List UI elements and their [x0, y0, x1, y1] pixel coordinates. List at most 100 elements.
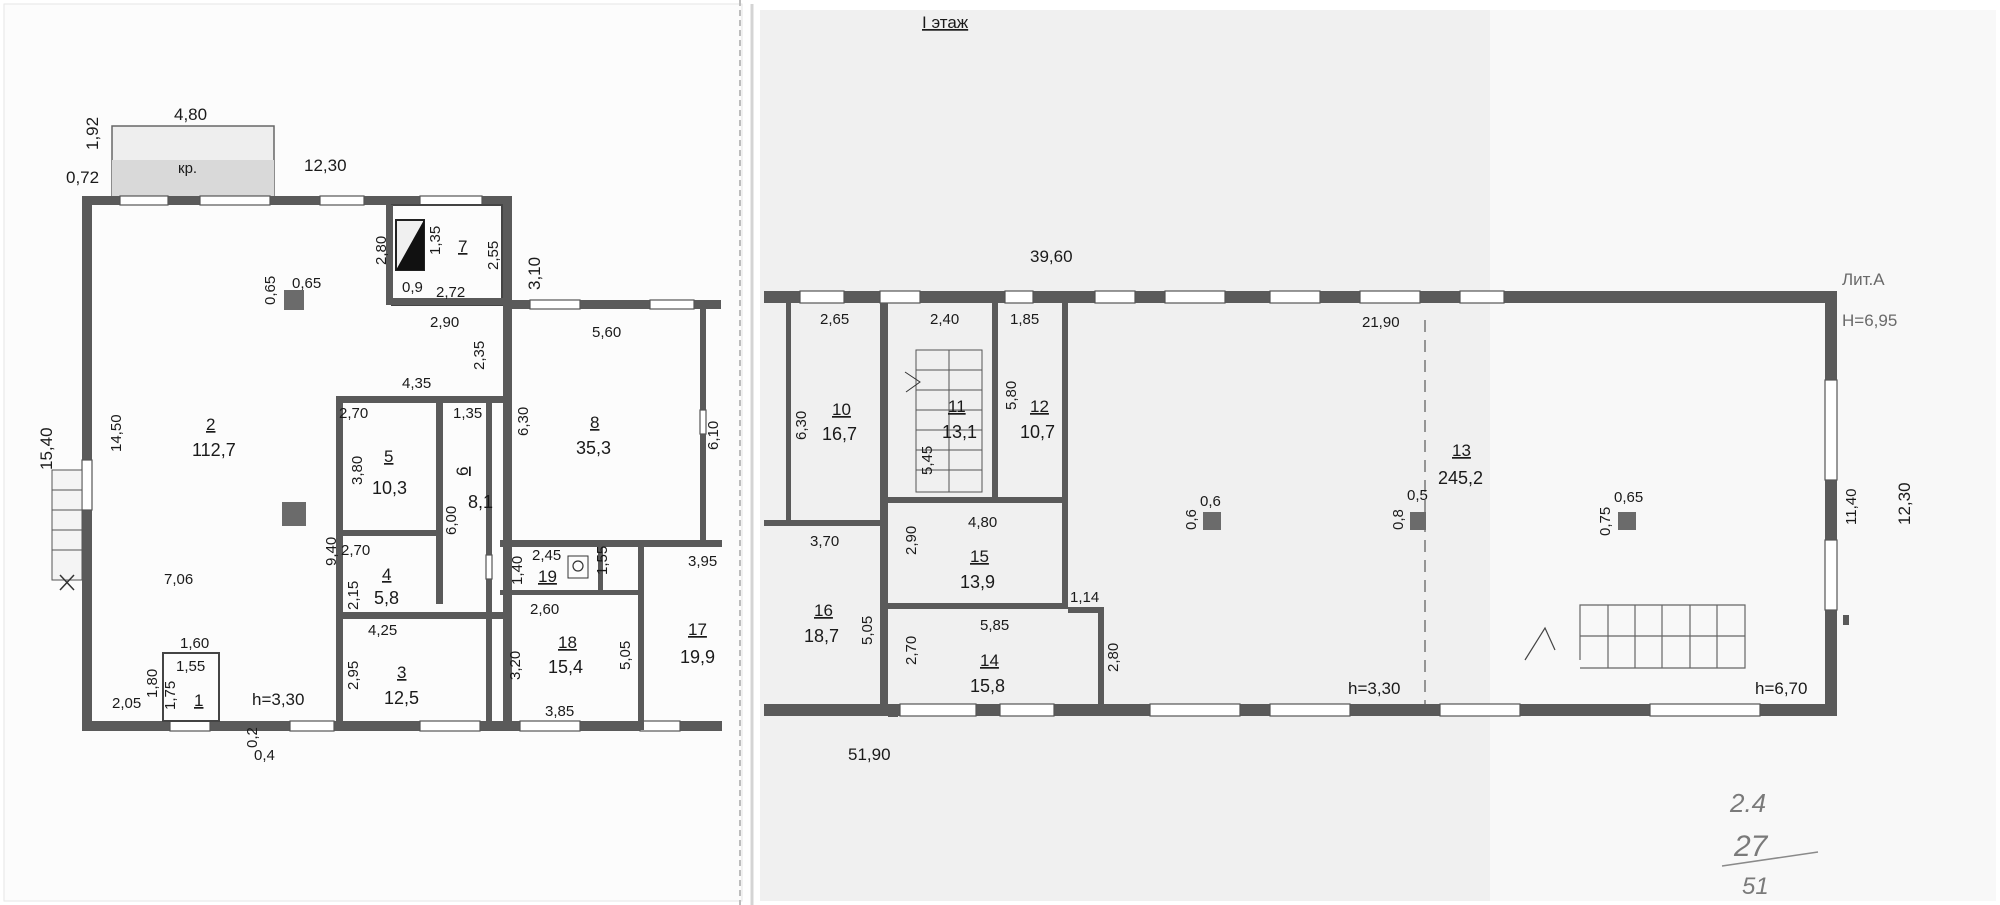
- dim-main-top: 21,90: [1362, 314, 1400, 331]
- room-2-number: 2: [206, 415, 215, 434]
- room-15-area: 13,9: [960, 572, 995, 592]
- dim-r1-side-a: 1,80: [144, 669, 161, 698]
- h-label-right-b: h=6,70: [1755, 679, 1807, 698]
- dim-bottom-04: 0,4: [254, 747, 275, 764]
- room-1-number: 1: [194, 691, 203, 710]
- dim-r5-top-outer: 4,35: [402, 375, 431, 392]
- dim-room2-height: 14,50: [108, 414, 125, 452]
- left-room-labels: 2 112,7 7 8 35,3 5 10,3 6 8,1 4 5,8 3 12…: [192, 237, 715, 710]
- dim-r11-top: 2,40: [930, 311, 959, 328]
- dim-r12-side: 5,80: [1003, 381, 1020, 410]
- dim-porch-offset: 0,72: [66, 168, 99, 187]
- dim-room7-d: 0,9: [402, 279, 423, 296]
- dim-r1-side-b: 1,75: [162, 681, 179, 710]
- dim-r19-side: 1,40: [509, 556, 526, 585]
- room-13-area: 245,2: [1438, 468, 1483, 488]
- h-label-right-a: h=3,30: [1348, 679, 1400, 698]
- room-18-area: 15,4: [548, 657, 583, 677]
- room-16-area: 18,7: [804, 626, 839, 646]
- dim-porch-width: 4,80: [174, 105, 207, 124]
- dim-room7-a: 2,80: [373, 236, 390, 265]
- right-floor-plan: [764, 290, 1849, 717]
- left-dimension-labels: 4,80 1,92 0,72 кр. 12,30 3,10 15,40 14,5…: [37, 105, 722, 764]
- room-7-number: 7: [458, 237, 467, 256]
- room-16-number: 16: [814, 601, 833, 620]
- dim-r-left-940: 9,40: [323, 537, 340, 566]
- dim-room2-col: 0,65: [292, 275, 321, 292]
- room-17-area: 19,9: [680, 647, 715, 667]
- room-6-number: 6: [453, 467, 472, 476]
- dim-top-wall: 12,30: [304, 156, 347, 175]
- dim-col3-b: 0,75: [1597, 507, 1614, 536]
- dim-room7-e: 2,72: [436, 284, 465, 301]
- dim-r14-jog: 1,14: [1070, 589, 1099, 606]
- right-dimension-labels: 39,60 51,90 Лит.А H=6,95 2,65 6,30 2,40 …: [793, 247, 1914, 764]
- room-5-number: 5: [384, 447, 393, 466]
- dim-r3-side: 2,95: [345, 661, 362, 690]
- dim-right-step: 3,10: [525, 257, 544, 290]
- dim-room7-c: 2,55: [485, 241, 502, 270]
- stair-room-13: [1524, 604, 1746, 669]
- room-4-number: 4: [382, 565, 391, 584]
- dim-bottom-total: 51,90: [848, 745, 891, 764]
- room-10-area: 16,7: [822, 424, 857, 444]
- handwritten-line-2: 27: [1733, 830, 1769, 863]
- lit-label: Лит.А: [1842, 270, 1885, 289]
- dim-r8-side: 6,30: [515, 407, 532, 436]
- room-3-number: 3: [397, 663, 406, 682]
- room-14-number: 14: [980, 651, 999, 670]
- dim-col1-a: 0,6: [1200, 493, 1221, 510]
- dim-col2-b: 0,8: [1390, 509, 1407, 530]
- dim-room7-f: 2,90: [430, 314, 459, 331]
- dim-r8-left: 2,35: [471, 341, 488, 370]
- left-floor-plan: [51, 125, 722, 732]
- dim-r16-top: 3,70: [810, 533, 839, 550]
- room-18-number: 18: [558, 633, 577, 652]
- room-11-area: 13,1: [942, 422, 977, 442]
- porch-label: кр.: [178, 160, 197, 177]
- room-6-area: 8,1: [468, 492, 493, 512]
- dim-room7-b: 1,35: [427, 226, 444, 255]
- dim-r18-bottom: 3,85: [545, 703, 574, 720]
- room-12-area: 10,7: [1020, 422, 1055, 442]
- dim-room2-width: 7,06: [164, 571, 193, 588]
- room-8-number: 8: [590, 413, 599, 432]
- height-label: H=6,95: [1842, 311, 1897, 330]
- dim-room2-col2: 0,65: [262, 276, 279, 305]
- room-10-number: 10: [832, 400, 851, 419]
- room-11-number: 11: [948, 397, 966, 416]
- dim-r18-side: 3,20: [507, 651, 524, 680]
- dim-r17-top: 3,95: [688, 553, 717, 570]
- dim-main-right-outer: 12,30: [1895, 482, 1914, 525]
- dim-r19-right: 1,55: [594, 546, 611, 575]
- dim-r4-side: 2,15: [345, 581, 362, 610]
- dim-r5-top: 2,70: [339, 405, 368, 422]
- dim-r14-right: 2,80: [1105, 643, 1122, 672]
- dim-left-total: 15,40: [37, 427, 56, 470]
- room-3-area: 12,5: [384, 688, 419, 708]
- room-19-number: 19: [538, 567, 557, 586]
- dim-r16-side: 5,05: [859, 616, 876, 645]
- room-13-number: 13: [1452, 441, 1471, 460]
- dim-r18-right: 5,05: [617, 641, 634, 670]
- dim-r1-top: 1,60: [180, 635, 209, 652]
- dim-bottom-left: 2,05: [112, 695, 141, 712]
- stair-room-11: [904, 349, 983, 493]
- room-8-area: 35,3: [576, 438, 611, 458]
- handwritten-notes: 2.4 27 51: [1721, 788, 1819, 900]
- room-4-area: 5,8: [374, 588, 399, 608]
- right-room-labels: 10 16,7 11 13,1 12 10,7 13 245,2 16 18,7…: [804, 397, 1483, 696]
- room-2-area: 112,7: [192, 440, 236, 460]
- dim-r5-right: 1,35: [453, 405, 482, 422]
- h-label-left: h=3,30: [252, 690, 304, 709]
- handwritten-line-3: 51: [1742, 873, 1769, 900]
- dim-r6-side: 6,00: [443, 506, 460, 535]
- handwritten-line-1: 2.4: [1729, 788, 1766, 818]
- dim-col2-a: 0,5: [1407, 487, 1428, 504]
- dim-r12-top: 1,85: [1010, 311, 1039, 328]
- room-14-area: 15,8: [970, 676, 1005, 696]
- dim-r19-top: 2,45: [532, 547, 561, 564]
- dim-r1-inner: 1,55: [176, 658, 205, 675]
- dim-r18-top: 2,60: [530, 601, 559, 618]
- dim-r4-top: 2,70: [341, 542, 370, 559]
